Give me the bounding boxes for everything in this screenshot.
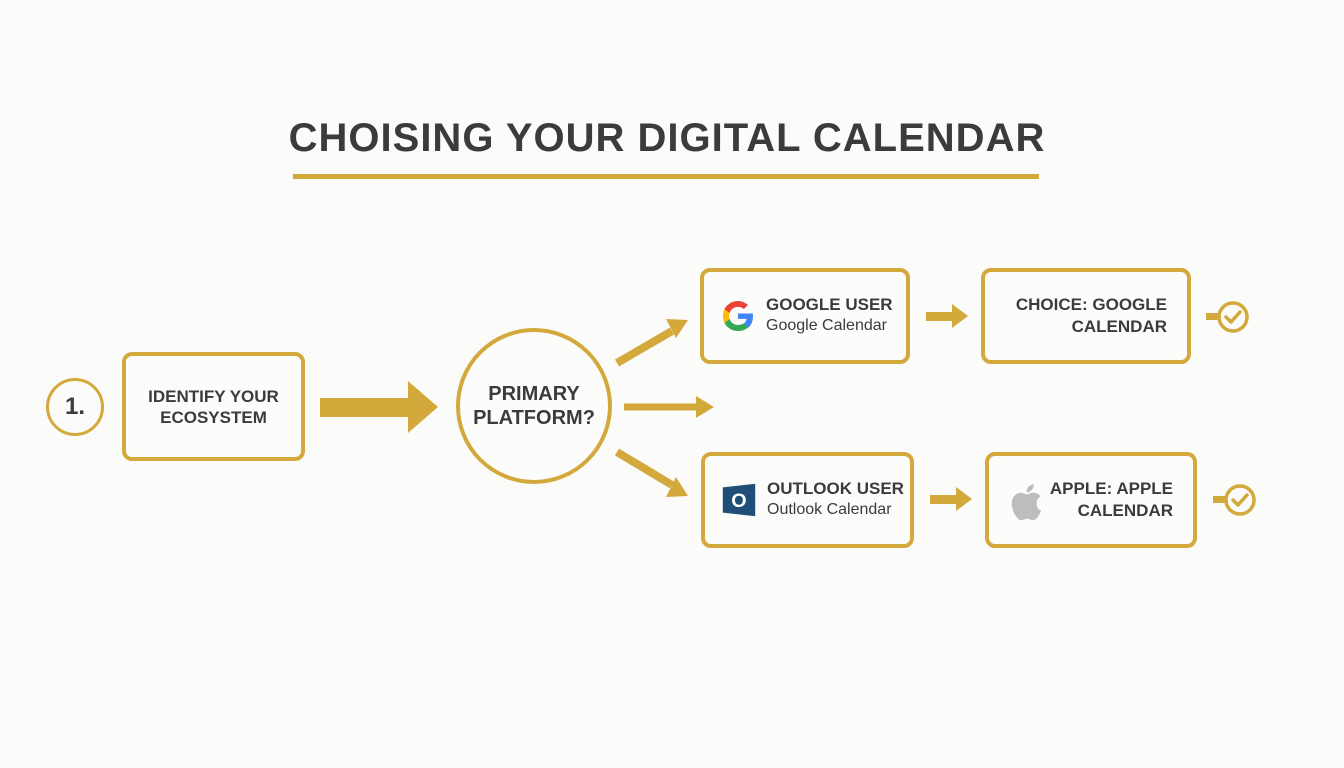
title-underline bbox=[293, 174, 1039, 179]
primary-platform-decision: PRIMARY PLATFORM? bbox=[456, 328, 612, 484]
google-user-title: GOOGLE USER bbox=[766, 295, 893, 314]
decision-label: PRIMARY PLATFORM? bbox=[473, 383, 595, 429]
arrow-google-to-choice bbox=[926, 304, 968, 328]
arrow-identify-to-decision bbox=[320, 381, 438, 433]
identify-ecosystem-label: IDENTIFY YOUR ECOSYSTEM bbox=[148, 386, 279, 427]
google-logo-icon bbox=[723, 301, 753, 331]
arrow-outlook-to-apple bbox=[930, 487, 972, 511]
arrow-decision-to-outlook bbox=[614, 448, 688, 497]
choice-google-box: CHOICE: GOOGLE CALENDAR bbox=[981, 268, 1191, 364]
choice-apple-label: APPLE: APPLE CALENDAR bbox=[1049, 479, 1173, 520]
diagram-title: CHOISING YOUR DIGITAL CALENDAR bbox=[288, 116, 1046, 160]
outlook-logo-letter: O bbox=[731, 490, 746, 512]
outlook-user-box: O OUTLOOK USER Outlook Calendar bbox=[701, 452, 914, 548]
outlook-user-subtitle: Outlook Calendar bbox=[767, 501, 892, 518]
check-circle-icon bbox=[1206, 301, 1249, 333]
outlook-logo-icon: O bbox=[722, 483, 756, 517]
outlook-user-title: OUTLOOK USER bbox=[767, 479, 904, 498]
arrow-decision-to-google bbox=[614, 319, 688, 367]
apple-logo-icon bbox=[1011, 484, 1042, 521]
step-number-badge: 1. bbox=[46, 378, 104, 436]
google-user-box: GOOGLE USER Google Calendar bbox=[700, 268, 910, 364]
choice-google-label: CHOICE: GOOGLE CALENDAR bbox=[1015, 295, 1167, 336]
choice-apple-box: APPLE: APPLE CALENDAR bbox=[985, 452, 1197, 548]
check-circle-icon bbox=[1213, 484, 1256, 516]
arrow-decision-middle bbox=[624, 396, 714, 418]
google-user-subtitle: Google Calendar bbox=[766, 317, 887, 334]
identify-ecosystem-box: IDENTIFY YOUR ECOSYSTEM bbox=[122, 352, 305, 461]
